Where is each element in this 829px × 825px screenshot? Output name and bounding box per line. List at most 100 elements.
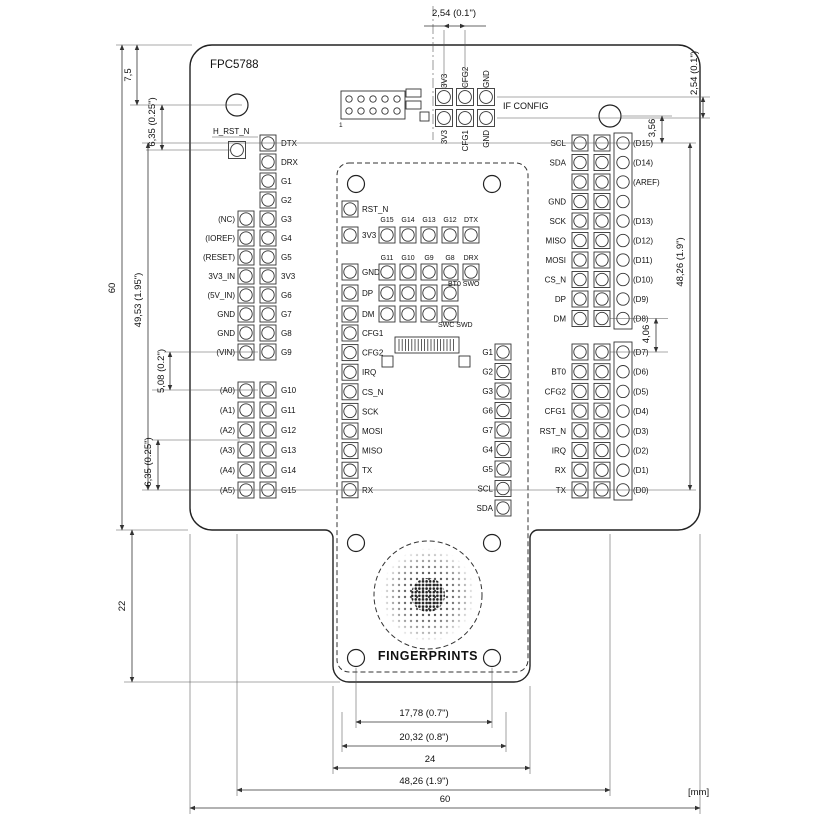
pin-label: GND (482, 70, 491, 88)
pin-label: G9 (424, 255, 433, 262)
pin-hole (239, 212, 253, 226)
dim-right-3-56: 3,56 (647, 119, 658, 138)
pin-hole (496, 462, 510, 476)
pin-hole (343, 307, 357, 321)
pin-hole (458, 90, 472, 104)
pin-label: G12 (443, 217, 456, 224)
dim-bottom-60: 60 (440, 794, 451, 805)
pin-hole (496, 345, 510, 359)
pin-hole (595, 463, 609, 477)
pin-hole (595, 155, 609, 170)
pin-hole (343, 385, 357, 399)
dim-left-6-35-bottom: 6,35 (0.25") (143, 437, 154, 486)
pin-label: G10 (401, 255, 414, 262)
pin-hole (595, 175, 609, 189)
pin-label: (D0) (633, 486, 649, 495)
pin-label: G15 (281, 486, 297, 495)
pin-label: SCK (550, 217, 567, 226)
board-hole-top-right (598, 104, 622, 128)
pin-label: G5 (482, 465, 493, 474)
pin-hole (422, 228, 436, 242)
pin-hole (261, 250, 275, 264)
pin-hole (343, 326, 357, 340)
pin-hole (573, 463, 587, 477)
pin-hole (496, 442, 510, 457)
pin-hole (616, 194, 630, 209)
pin-label: SCL (550, 139, 566, 148)
pin-hole (239, 307, 253, 321)
pin-hole (573, 345, 587, 359)
dim-left-6-35-top: 6,35 (0.25") (147, 97, 158, 146)
pin-hole (401, 228, 415, 242)
pin-label: G7 (281, 310, 292, 319)
pin-hole (261, 193, 275, 207)
pin-label: DRX (281, 158, 299, 167)
pin-label: G1 (281, 177, 292, 186)
pin-hole (261, 383, 275, 397)
dim-bottom-24: 24 (425, 754, 436, 765)
pin-label: G11 (281, 406, 296, 415)
pin-label: G2 (482, 368, 493, 377)
pin-label: MISO (546, 237, 566, 246)
dim-right-48-26: 48,26 (1.9") (675, 237, 686, 286)
if-config-label: IF CONFIG (503, 101, 549, 111)
pin-hole (496, 481, 510, 496)
pin-label: RX (362, 486, 374, 495)
board-outline (189, 44, 701, 683)
pin-hole (573, 292, 587, 306)
pin-hole (239, 403, 253, 417)
dim-bottom-20-32: 20,32 (0.8") (399, 732, 448, 743)
pin-label: G10 (281, 386, 297, 395)
pin-hole (343, 404, 357, 419)
pin-hole (343, 265, 357, 279)
pin-hole (573, 384, 587, 399)
pin-hole (393, 95, 401, 103)
pin-label: DRX (464, 255, 479, 262)
dim-left-5-08: 5,08 (0.2") (156, 349, 167, 393)
pin-hole (573, 311, 587, 326)
pin-hole (239, 231, 253, 245)
pin-hole (616, 155, 630, 170)
pin-hole (443, 286, 457, 300)
pin-hole (261, 326, 275, 340)
sensor-stipple-center (411, 578, 445, 612)
passive-component (419, 111, 430, 122)
pin-hole (261, 345, 275, 359)
module-hole (482, 174, 502, 194)
pin-label: MISO (362, 447, 382, 456)
pin-label: RX (555, 466, 567, 475)
pin-hole (496, 384, 510, 398)
pin-hole (595, 345, 609, 359)
pin-hole (261, 231, 275, 245)
pin-label: (D15) (633, 139, 653, 148)
pin-label: 3V3 (440, 73, 449, 88)
pin-hole (345, 95, 353, 103)
pin-hole (616, 404, 630, 418)
pin-label: CS_N (362, 388, 384, 397)
pin-hole (458, 111, 472, 125)
pin-hole (343, 463, 357, 477)
pin-hole (437, 111, 451, 125)
pin-label: DTX (281, 139, 298, 148)
left-pin-header: DTXDRXG1G2G3(NC)G4(IOREF)G5(RESET)3V33V3… (203, 134, 299, 499)
pin-label: 3V3 (281, 272, 296, 281)
pin-label: CFG1 (362, 329, 384, 338)
pin1-marker: 1 (339, 122, 343, 129)
pin-label: (IOREF) (205, 234, 235, 243)
pin-hole (573, 404, 587, 418)
pin-hole (479, 111, 493, 125)
pin-hole (573, 155, 587, 170)
pin-hole (343, 286, 357, 300)
pin-hole (616, 272, 630, 287)
pin-hole (595, 404, 609, 418)
pin-hole (496, 501, 510, 515)
pin-label: (D7) (633, 348, 649, 357)
pin-label: G5 (281, 253, 292, 262)
pin-hole (261, 423, 275, 437)
pin-hole (595, 214, 609, 228)
pin-label: (A0) (220, 386, 235, 395)
pin-hole (343, 202, 357, 216)
pin-label: (A4) (220, 466, 235, 475)
pin-label: TX (556, 486, 567, 495)
pin-label: GND (217, 329, 235, 338)
